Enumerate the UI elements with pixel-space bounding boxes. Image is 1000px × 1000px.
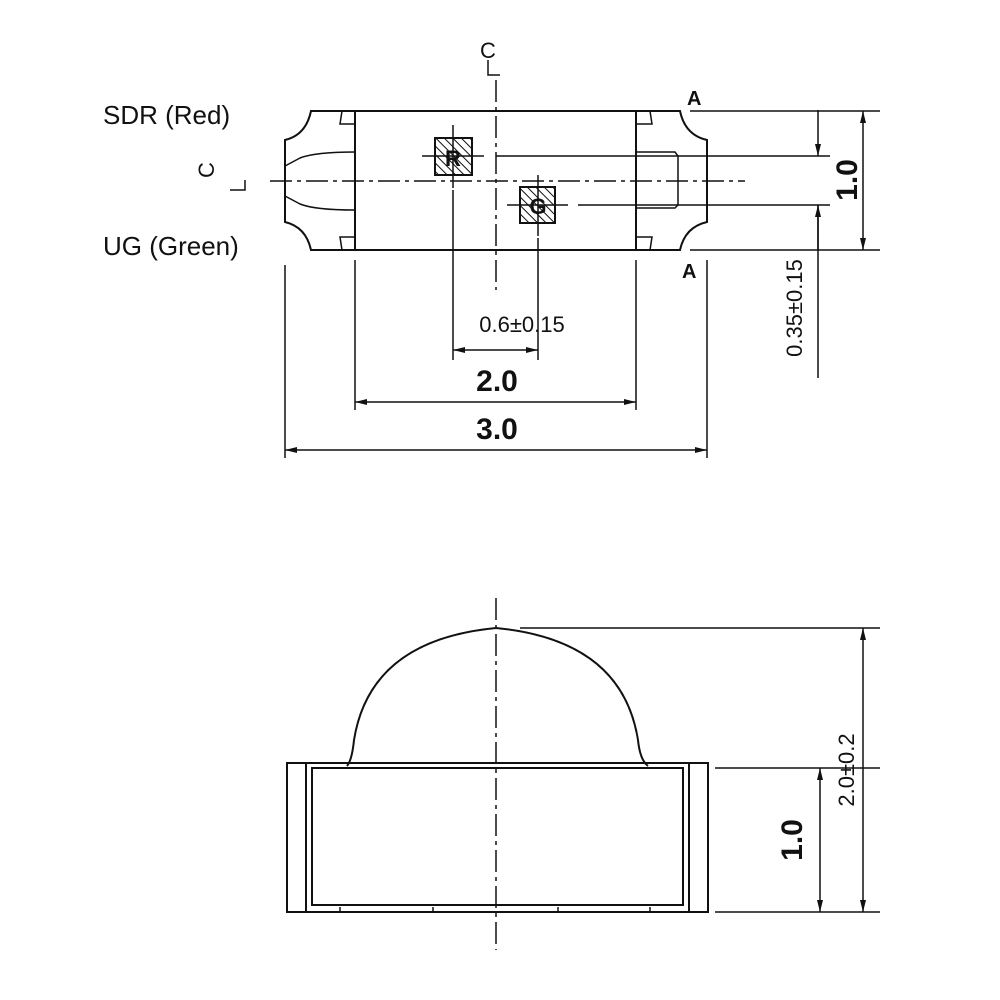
top-view: R G SDR (Red) UG (Green) A A C C 1 xyxy=(103,38,880,458)
inner-width-label: 2.0 xyxy=(476,365,518,398)
section-a-bottom: A xyxy=(682,261,696,283)
section-a-top: A xyxy=(687,88,701,110)
left-terminal-detail xyxy=(284,151,356,211)
height-label: 1.0 xyxy=(831,159,864,201)
corner-tabs xyxy=(339,110,653,251)
side-body-outline xyxy=(286,762,709,913)
body-height-label: 1.0 xyxy=(776,819,809,861)
centerline-symbol-top-mark xyxy=(487,60,500,76)
centerline-symbol-left-mark xyxy=(230,180,246,191)
top-body-outline xyxy=(284,110,708,251)
centerline-symbol-left: C xyxy=(194,162,219,178)
lens-dome xyxy=(346,626,649,767)
chip-r: R xyxy=(422,125,484,188)
total-height-label: 2.0±0.2 xyxy=(834,733,859,806)
chip-pitch-label: 0.6±0.15 xyxy=(479,312,564,337)
chip-g: G xyxy=(507,175,568,236)
sdr-label: SDR (Red) xyxy=(103,100,230,130)
base-ticks xyxy=(339,907,651,912)
offset-label: 0.35±0.15 xyxy=(782,259,807,357)
side-view: 2.0±0.2 1.0 xyxy=(286,598,880,950)
centerline-symbol-top: C xyxy=(480,38,496,63)
total-width-label: 3.0 xyxy=(476,413,518,446)
side-body-inner xyxy=(311,767,684,906)
right-terminal-detail xyxy=(636,151,679,209)
ug-label: UG (Green) xyxy=(103,231,239,261)
